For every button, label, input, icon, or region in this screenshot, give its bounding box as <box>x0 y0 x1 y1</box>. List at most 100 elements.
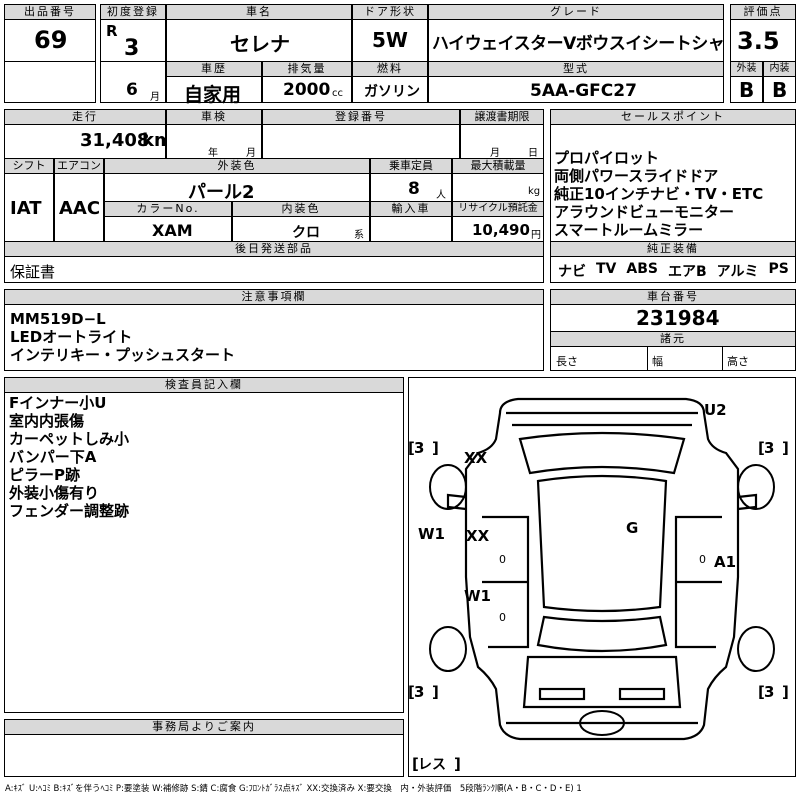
svg-text:[: [ <box>758 683 765 701</box>
wheels <box>429 464 775 736</box>
registration-year: 3 <box>124 36 140 61</box>
interior-color: クロ <box>292 225 320 241</box>
displacement-unit: cc <box>332 88 343 99</box>
notes-list: MM519D−L LEDオートライト インテリキー・プッシュスタート <box>10 310 235 364</box>
note-line: MM519D−L <box>10 310 106 328</box>
exterior-color-label: 外装色 <box>104 158 370 174</box>
history: 自家用 <box>184 84 242 106</box>
ac: AAC <box>59 198 101 219</box>
inspection-month-unit: 月 <box>246 148 256 159</box>
color-number-label: カラーNo. <box>104 201 232 217</box>
transfer-month-unit: 月 <box>490 148 500 159</box>
equipment-item: PW <box>799 261 800 281</box>
lot-number-lower <box>4 61 96 103</box>
first-registration-label: 初度登録 <box>100 4 166 20</box>
displacement-label: 排気量 <box>262 61 352 77</box>
exterior-grade-label: 外装 <box>730 61 763 77</box>
length-cell <box>550 346 648 371</box>
tire-ratings: 3 3 3 3 <box>414 439 774 701</box>
registration-era: R <box>106 22 118 40</box>
tire-rear-left: 3 <box>414 683 424 701</box>
equipment-item: ナビ <box>558 264 586 280</box>
equipment-list: ナビ TV ABS エアB アルミ PS PW <box>558 261 800 281</box>
displacement: 2000 <box>283 80 331 100</box>
mark-xx-front: XX <box>464 449 488 467</box>
equipment-item: TV <box>596 261 617 277</box>
equipment-item: PS <box>768 261 789 277</box>
mileage: 31,408 <box>80 130 150 151</box>
recycle-fee-unit: 円 <box>531 230 541 241</box>
spare-tire-rating: レス <box>418 757 446 773</box>
import-car-label: 輸入車 <box>370 201 452 217</box>
inspector-box <box>4 377 404 713</box>
zero-mark: 0 <box>699 553 706 566</box>
width-label: 幅 <box>652 355 663 368</box>
sales-point: 純正10インチナビ・TV・ETC <box>554 185 764 203</box>
spec-label: 諸元 <box>550 331 796 347</box>
shift-label: シフト <box>4 158 54 174</box>
equipment-item: ABS <box>626 261 658 277</box>
interior-color-label: 内装色 <box>232 201 370 217</box>
note-line: インテリキー・プッシュスタート <box>10 346 236 364</box>
max-load-unit: kg <box>528 186 541 197</box>
max-load-label: 最大積載量 <box>452 158 544 174</box>
recycle-fee: 10,490 <box>472 221 530 239</box>
score: 3.5 <box>737 27 780 55</box>
month-unit: 月 <box>150 92 160 103</box>
shift: IAT <box>10 198 42 219</box>
mileage-unit: km <box>142 130 173 151</box>
inspector-line: Fインナー小U <box>9 394 107 412</box>
inspector-line: 室内内張傷 <box>9 412 85 430</box>
later-parts-label: 後日発送部品 <box>4 241 544 257</box>
inspection-label: 車検 <box>166 109 262 125</box>
color-number: XAM <box>152 221 193 240</box>
door-type: 5W <box>372 28 408 52</box>
car-name-label: 車名 <box>166 4 352 20</box>
tire-front-left: 3 <box>414 439 424 457</box>
later-parts: 保証書 <box>10 263 56 281</box>
lot-number-label: 出品番号 <box>4 4 96 20</box>
capacity-unit: 人 <box>436 190 446 201</box>
equipment-item: エアB <box>667 264 707 280</box>
inspector-line: バンパー下A <box>9 448 97 466</box>
chassis-number-label: 車台番号 <box>550 289 796 305</box>
fuel: ガソリン <box>364 84 420 100</box>
length-label: 長さ <box>556 355 578 368</box>
spare-tire: レス <box>418 757 446 773</box>
mark-g-glass: G <box>626 519 638 537</box>
score-label: 評価点 <box>730 4 796 20</box>
inspector-line: フェンダー調整跡 <box>9 502 130 520</box>
svg-text:]: ] <box>432 683 439 701</box>
capacity: 8 <box>408 179 420 199</box>
grade-label: グレード <box>428 4 724 20</box>
model-code: 5AA-GFC27 <box>530 81 637 101</box>
sales-point: 両側パワースライドドア <box>554 167 719 185</box>
registration-month: 6 <box>126 80 138 100</box>
chassis-number: 231984 <box>636 306 720 330</box>
mark-w1-left: W1 <box>418 525 445 543</box>
note-line: LEDオートライト <box>10 328 133 346</box>
svg-text:[: [ <box>758 439 765 457</box>
fuel-label: 燃料 <box>352 61 428 77</box>
svg-text:[: [ <box>408 439 415 457</box>
ac-label: エアコン <box>54 158 104 174</box>
car-outline <box>446 397 758 741</box>
capacity-label: 乗車定員 <box>370 158 452 174</box>
legend: A:ｷｽﾞ U:ﾍｺﾐ B:ｷｽﾞを伴うﾍｺﾐ P:要塗装 W:補修跡 S:錆 … <box>5 784 582 794</box>
transfer-day-unit: 日 <box>528 148 538 159</box>
registration-number-label: 登録番号 <box>262 109 460 125</box>
zero-mark: 0 <box>499 553 506 566</box>
tire-front-right: 3 <box>764 439 774 457</box>
svg-text:]: ] <box>432 439 439 457</box>
grade: ハイウェイスターVボウスイシートシャ <box>432 34 725 54</box>
mark-xx-side: XX <box>466 527 490 545</box>
registration-month-box <box>100 61 166 103</box>
sales-points-label: セールスポイント <box>550 109 796 125</box>
sales-point: スマートルームミラー <box>554 221 704 239</box>
lot-number: 69 <box>34 26 68 54</box>
inspector-label: 検査員記入欄 <box>4 377 404 393</box>
interior-grade: B <box>772 78 788 102</box>
sales-point: プロパイロット <box>554 149 660 167</box>
recycle-fee-label: リサイクル預託金 <box>452 201 544 217</box>
equipment-label: 純正装備 <box>550 241 796 257</box>
